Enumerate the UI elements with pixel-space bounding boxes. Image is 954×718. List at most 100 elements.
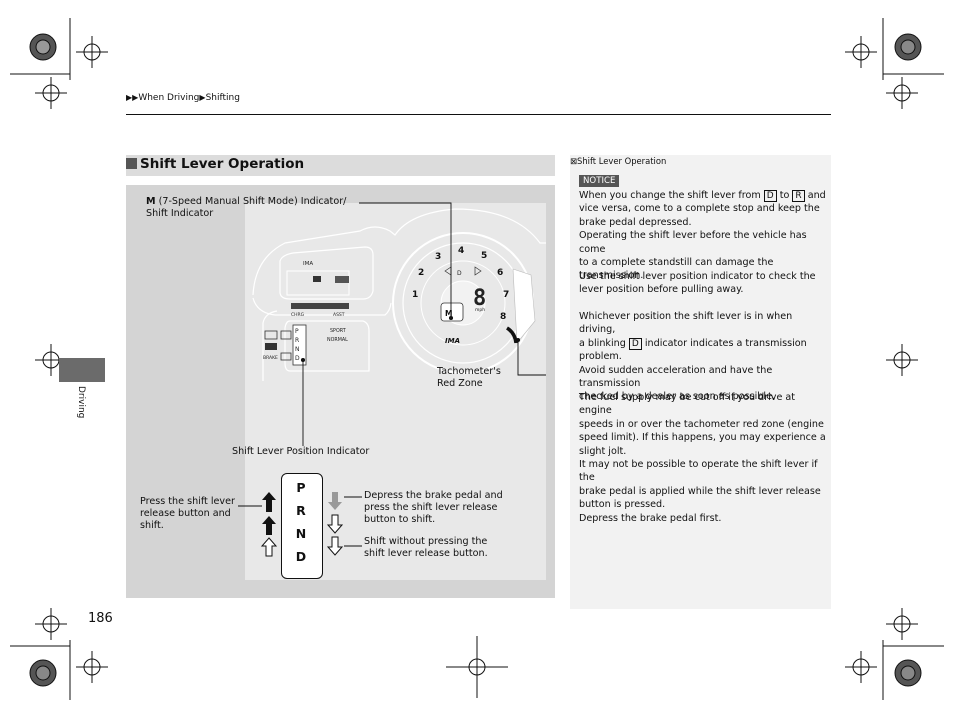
tach-number: 2 xyxy=(418,268,424,278)
ima-logo: IMA xyxy=(445,337,460,345)
brake-caption-line2: press the shift lever release xyxy=(364,502,498,514)
key-d-icon: D xyxy=(763,190,777,202)
tach-red-zone xyxy=(506,326,518,344)
tach-number: 7 xyxy=(503,290,509,300)
breadcrumb: ▶▶When Driving▶Shifting xyxy=(126,93,240,103)
asst-label: ASST xyxy=(333,312,345,318)
note-text: indicator indicates a transmission xyxy=(641,337,807,349)
tacho-caption-line2: Red Zone xyxy=(437,378,483,390)
arrow-down-outline-icon xyxy=(326,536,344,556)
gear-d: D xyxy=(295,549,307,564)
nopress-caption-line2: shift lever release button. xyxy=(364,548,488,560)
brake-label: BRAKE xyxy=(263,355,278,361)
note-text: slight jolt. xyxy=(579,445,627,457)
shift-pattern-box xyxy=(281,473,323,579)
key-d-icon: D xyxy=(628,337,642,350)
brake-caption-line3: button to shift. xyxy=(364,514,436,526)
sport-label: SPORT xyxy=(330,328,346,334)
tach-number: 8 xyxy=(500,312,506,322)
note-text: checked by a dealer as soon as possible. xyxy=(579,391,776,403)
note-text: lever position before pulling away. xyxy=(579,284,744,296)
tacho-caption-line1: Tachometer's xyxy=(437,366,501,377)
indicator-p: P xyxy=(295,328,299,335)
indicator-n: N xyxy=(295,346,300,353)
note-text: and xyxy=(804,190,826,201)
note-text: brake pedal is applied while the shift l… xyxy=(579,485,821,497)
breadcrumb-item[interactable]: When Driving xyxy=(138,93,200,103)
notice-badge: NOTICE xyxy=(579,175,620,187)
brake-caption: Depress the brake pedal and press the sh… xyxy=(364,490,503,527)
breadcrumb-arrow-icon: ▶▶ xyxy=(126,93,139,102)
section-title: Shift Lever Operation xyxy=(126,156,304,172)
brake-caption-line1: Depress the brake pedal and xyxy=(364,490,503,501)
release-caption-line1: Press the shift lever xyxy=(140,496,235,507)
breadcrumb-item[interactable]: Shifting xyxy=(205,93,240,103)
arrow-down-outline-icon xyxy=(326,514,344,534)
indicator-r: R xyxy=(295,337,299,344)
instrument-cluster-illustration: IMA CHRG ASST BRAKE P R N D SPORT NORMAL… xyxy=(252,208,546,381)
notes-paragraph-2: Use the shift lever position indicator t… xyxy=(579,270,827,297)
note-text: The fuel supply may be cut off if you dr… xyxy=(579,392,796,417)
gear-p: P xyxy=(296,480,306,495)
note-text: Depress the brake pedal first. xyxy=(579,512,722,524)
m-caption-rest: (7-Speed Manual Shift Mode) Indicator/ xyxy=(155,196,347,207)
note-text: speeds in or over the tachometer red zon… xyxy=(579,418,824,430)
indicator-d: D xyxy=(295,355,300,362)
tach-number: 4 xyxy=(458,246,464,256)
right-arrow-icon xyxy=(474,266,482,276)
chrg-label: CHRG xyxy=(291,312,305,318)
m-caption-line2: Shift Indicator xyxy=(146,208,214,220)
note-text: vice versa, come to a complete stop and … xyxy=(579,203,820,215)
note-text: brake pedal depressed. xyxy=(579,216,692,228)
note-text: Avoid sudden acceleration and have the t… xyxy=(579,364,773,390)
arrow-up-solid-icon xyxy=(262,516,276,535)
position-indicator-caption: Shift Lever Position Indicator xyxy=(232,446,370,457)
key-r-icon: R xyxy=(792,190,805,202)
arrow-up-outline-icon xyxy=(260,537,278,557)
note-text: Operating the shift lever before the veh… xyxy=(579,230,807,255)
d-indicator: D xyxy=(457,270,462,277)
tachometer-caption: Tachometer's Red Zone xyxy=(437,366,501,390)
note-text: Use the shift lever position indicator t… xyxy=(579,271,816,282)
notes-header-text: Shift Lever Operation xyxy=(577,156,667,166)
notes-paragraph-5: It may not be possible to operate the sh… xyxy=(579,458,827,525)
note-text: problem. xyxy=(579,351,622,363)
page-number: 186 xyxy=(88,611,113,626)
release-caption-line2: release button and xyxy=(140,508,231,520)
notes-paragraph-3: Whichever position the shift lever is in… xyxy=(579,310,827,404)
release-button-caption: Press the shift lever release button and… xyxy=(140,496,235,533)
m-indicator-caption: M (7-Speed Manual Shift Mode) Indicator/… xyxy=(146,196,346,220)
notes-header: ⊠Shift Lever Operation xyxy=(570,156,666,166)
gear-r: R xyxy=(296,503,306,518)
note-text: It may not be possible to operate the sh… xyxy=(579,459,818,484)
tach-number: 5 xyxy=(481,251,487,261)
tach-number: 1 xyxy=(412,290,418,300)
note-text: When you change the shift lever from xyxy=(579,190,764,201)
arrow-down-grey-icon xyxy=(328,492,342,510)
note-text: to a complete standstill can damage the … xyxy=(579,257,774,282)
header-rule xyxy=(126,114,831,115)
chapter-tab xyxy=(59,358,105,382)
tach-number: 6 xyxy=(497,268,503,278)
note-text: speed limit). If this happens, you may e… xyxy=(579,432,826,444)
section-title-bar xyxy=(126,155,555,176)
note-text: a blinking xyxy=(579,337,629,349)
section-square-icon xyxy=(126,158,137,169)
gear-n: N xyxy=(295,526,307,541)
shift-arrows xyxy=(260,492,344,557)
mph-label: mph xyxy=(475,307,485,313)
ima-gauge-label: IMA xyxy=(303,261,313,267)
note-text: to xyxy=(776,190,793,201)
notes-panel xyxy=(570,155,831,609)
notes-paragraph-1: When you change the shift lever from D t… xyxy=(579,189,827,283)
m-caption-bold: M xyxy=(146,196,156,207)
gear-digit: 8 xyxy=(473,286,486,311)
arrow-up-solid-icon xyxy=(262,492,276,512)
nopress-caption-line1: Shift without pressing the xyxy=(364,536,488,547)
m-indicator-box xyxy=(440,302,464,322)
notes-paragraph-4: The fuel supply may be cut off if you dr… xyxy=(579,391,827,458)
release-caption-line3: shift. xyxy=(140,520,164,532)
normal-label: NORMAL xyxy=(327,337,348,343)
